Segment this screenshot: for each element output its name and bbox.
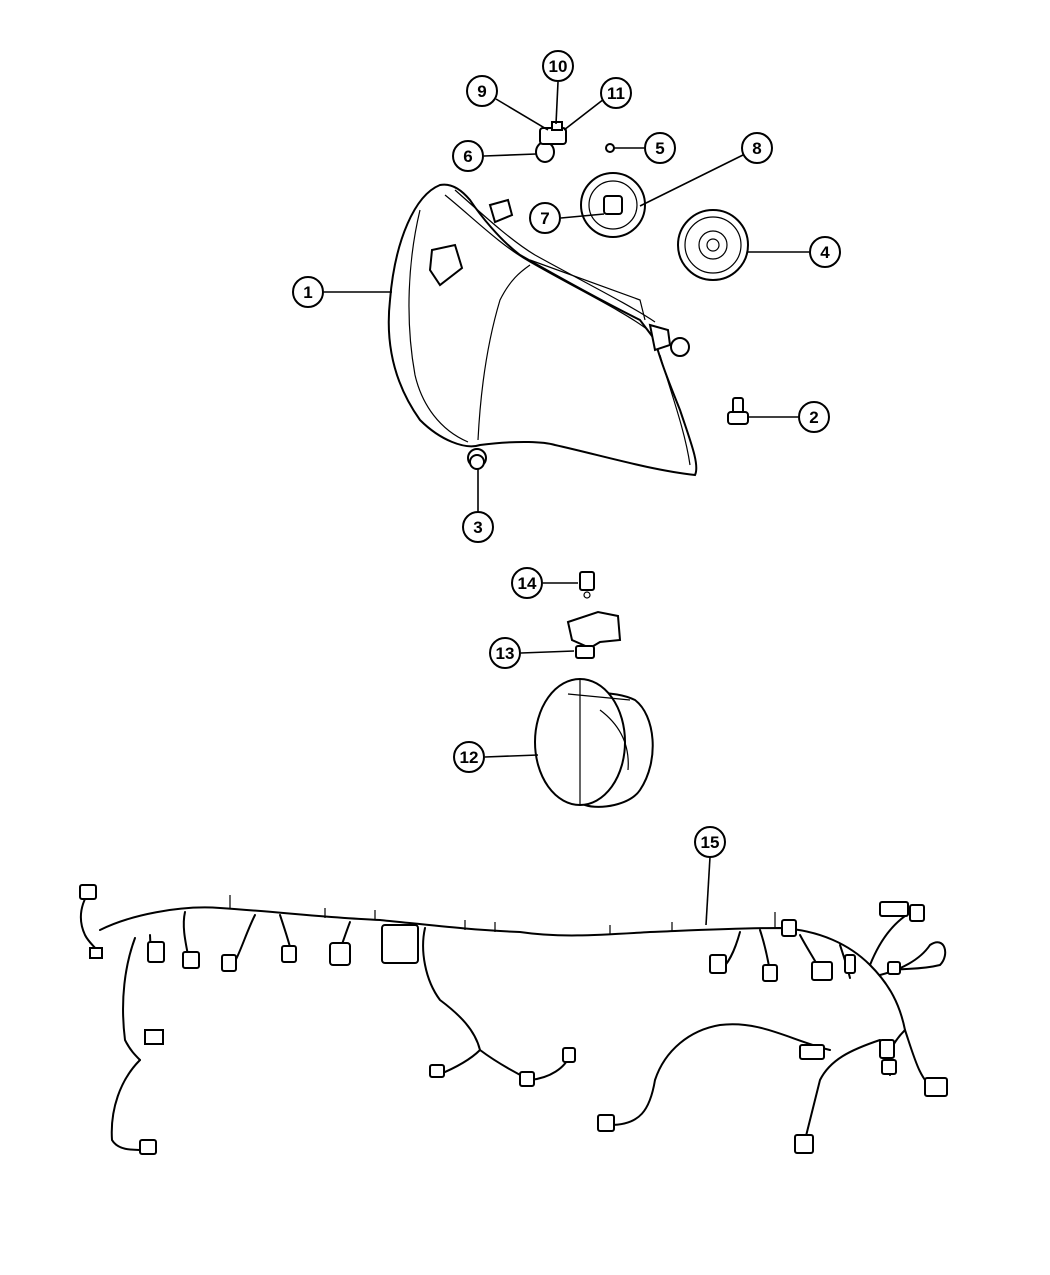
fog-bulb-part (566, 571, 622, 659)
wiring-harness (79, 884, 948, 1155)
screw-part (727, 397, 749, 425)
callout-label: 4 (820, 243, 830, 262)
headlamp-assembly (387, 183, 698, 477)
small-bulb-part (605, 143, 615, 153)
callout-10: 10 (542, 50, 574, 82)
callout-15: 15 (694, 826, 726, 858)
callout-5: 5 (644, 132, 676, 164)
leader-lines (324, 81, 809, 926)
callout-4: 4 (809, 236, 841, 268)
callout-label: 1 (303, 283, 312, 302)
bulb-socket-part (535, 121, 567, 163)
callout-2: 2 (798, 401, 830, 433)
callout-3: 3 (462, 511, 494, 543)
callout-9: 9 (466, 75, 498, 107)
callout-13: 13 (489, 637, 521, 669)
nut-part (469, 454, 485, 470)
callout-label: 3 (473, 518, 482, 537)
callout-label: 14 (518, 574, 537, 593)
callout-7: 7 (529, 202, 561, 234)
callout-1: 1 (292, 276, 324, 308)
callout-label: 2 (809, 408, 818, 427)
callout-label: 5 (655, 139, 664, 158)
callout-label: 15 (701, 833, 720, 852)
callout-8: 8 (741, 132, 773, 164)
callout-label: 7 (540, 209, 549, 228)
dust-cap-large (677, 209, 749, 281)
callout-label: 11 (607, 84, 625, 103)
callout-12: 12 (453, 741, 485, 773)
dust-cap-small (580, 172, 646, 238)
callout-label: 6 (463, 147, 472, 166)
callout-14: 14 (511, 567, 543, 599)
callout-label: 9 (477, 82, 486, 101)
fog-lamp-part (534, 678, 654, 808)
callout-label: 8 (752, 139, 761, 158)
callout-label: 13 (496, 644, 515, 663)
callout-label: 12 (460, 748, 479, 767)
callout-label: 10 (549, 57, 568, 76)
callout-11: 11 (600, 77, 632, 109)
callout-6: 6 (452, 140, 484, 172)
